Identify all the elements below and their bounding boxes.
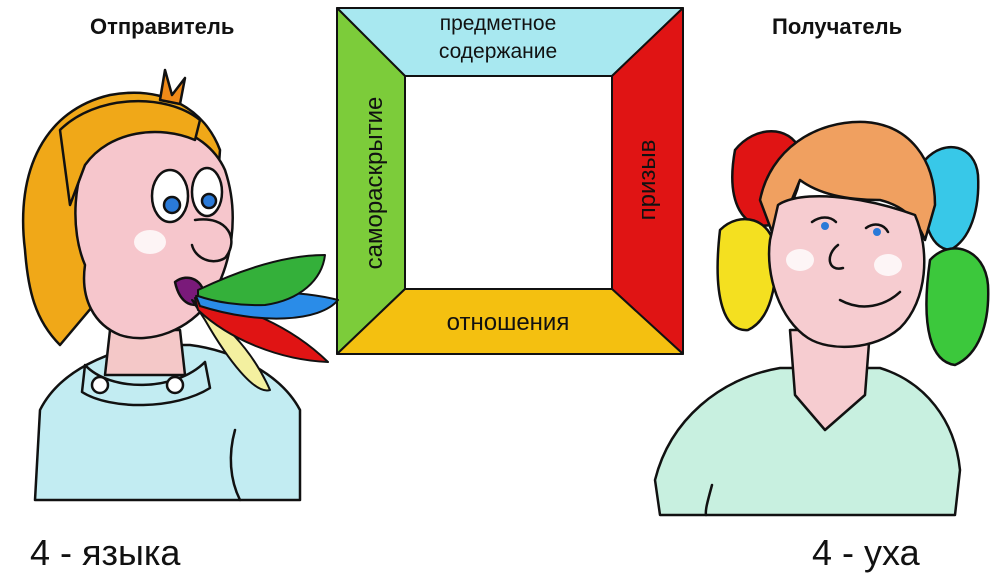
frame-top-text-line1: предметное [440, 12, 557, 35]
sender-nose [192, 219, 231, 261]
receiver-pupil-right [873, 228, 881, 236]
receiver-face [769, 196, 924, 347]
frame-center-window [405, 76, 612, 289]
sender-cheek [134, 230, 166, 254]
receiver-ear-green [926, 248, 988, 365]
frame-left-text: самораскрытие [361, 97, 388, 270]
sender-hair-sprout [160, 70, 185, 104]
sender-pupil-left [164, 197, 180, 213]
sender-pupil-right [202, 194, 216, 208]
frame-bottom-text: отношения [447, 309, 570, 336]
frame-top-text-line2: содержание [439, 40, 557, 63]
frame-right-text: призыв [634, 140, 661, 221]
receiver-cheek-right [874, 254, 902, 276]
receiver-figure [655, 122, 988, 515]
receiver-pupil-left [821, 222, 829, 230]
sender-collar-flower-right [167, 377, 183, 393]
sender-collar-flower-left [92, 377, 108, 393]
receiver-ear-yellow [718, 219, 776, 330]
receiver-cheek-left [786, 249, 814, 271]
